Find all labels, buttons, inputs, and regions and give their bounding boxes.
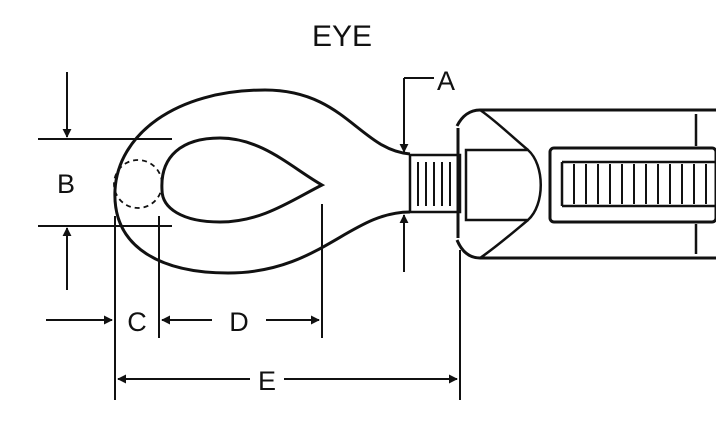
- dimension-label-c: C: [127, 307, 147, 337]
- dimension-b: B: [38, 72, 172, 290]
- dimension-a: A: [399, 66, 455, 272]
- pin-dashed-circle: [113, 159, 163, 209]
- threaded-shank: [408, 153, 462, 214]
- dimension-d: D: [161, 307, 320, 337]
- dimension-c: C: [46, 307, 147, 337]
- dimension-e: E: [117, 366, 458, 396]
- dimension-label-a: A: [437, 66, 455, 96]
- turnbuckle-body: [455, 108, 716, 260]
- dimension-label-b: B: [57, 169, 75, 199]
- dimension-label-e: E: [258, 366, 276, 396]
- diagram-title: EYE: [312, 20, 372, 53]
- eye-outer-outline: [113, 88, 411, 275]
- eye-inner-outline: [160, 136, 326, 224]
- extension-lines: [114, 204, 461, 400]
- dimension-label-d: D: [229, 307, 249, 337]
